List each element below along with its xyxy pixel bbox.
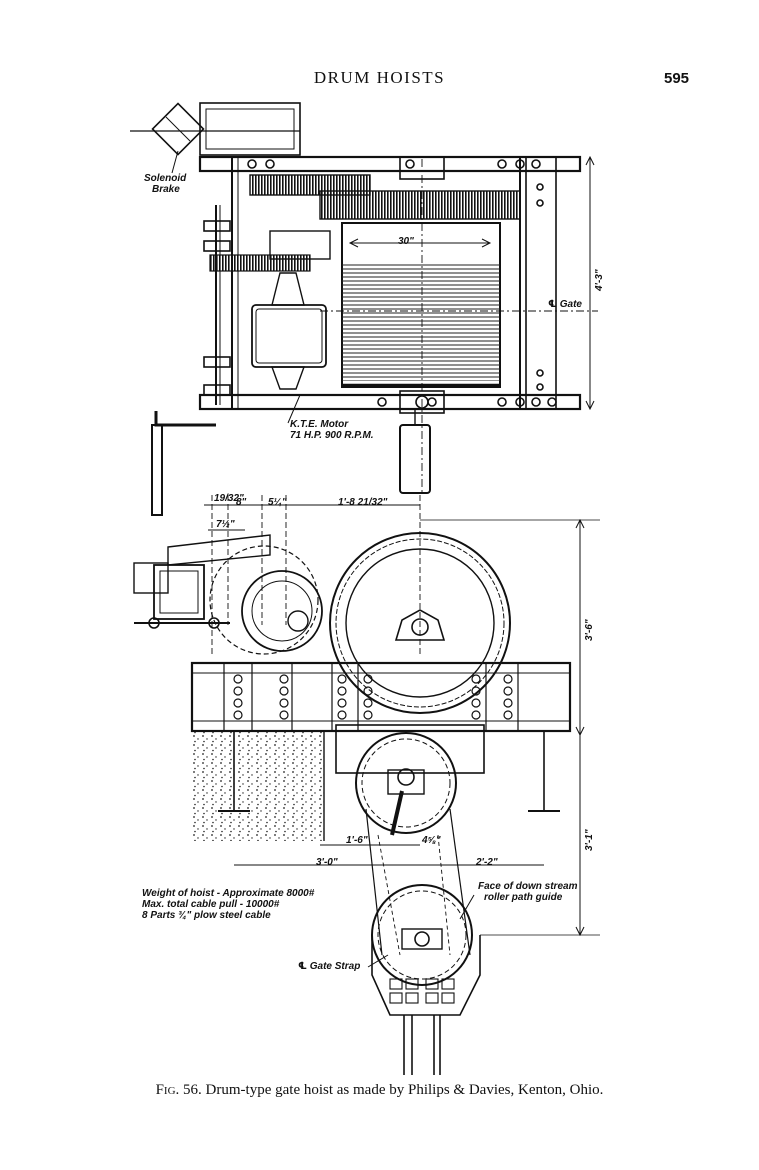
dim-4-5-8: 4⅝" xyxy=(422,835,441,846)
upper-sheave xyxy=(355,732,457,834)
gate-centerline-label: ℄ Gate xyxy=(548,299,582,310)
dim-1-8-21-32: 1'-8 21/32" xyxy=(338,497,388,508)
lower-sheave xyxy=(371,884,473,986)
hoist-drawing: Solenoid Brake K.T.E. Motor 71 H.P. 900 … xyxy=(120,95,620,1080)
bottom-frame-beam xyxy=(198,393,582,411)
gate-strap-label: ℄ Gate Strap xyxy=(298,961,361,972)
plan-view xyxy=(130,102,598,516)
weight-note: Weight of hoist - Approximate 8000# Max.… xyxy=(142,888,315,921)
drum-gear xyxy=(329,532,511,714)
figure-number: Fig. 56. xyxy=(155,1082,202,1098)
dim-3-0: 3'-0" xyxy=(316,857,338,868)
page-number: 595 xyxy=(664,70,690,87)
dim-2-2: 2'-2" xyxy=(476,857,498,868)
intermediate-gear xyxy=(249,174,371,196)
dim-19-32: 19/32" xyxy=(214,493,244,504)
dim-1-6: 1'-6" xyxy=(346,835,368,846)
roller-path-note: Face of down stream roller path guide xyxy=(478,881,578,903)
dim-7-1-2: 7½" xyxy=(216,519,235,530)
drum-width-dim: 30" xyxy=(398,236,414,247)
concrete-pier xyxy=(192,731,324,841)
solenoid-brake xyxy=(151,102,205,156)
figure-caption: Fig. 56. Drum-type gate hoist as made by… xyxy=(0,1082,759,1099)
dim-5-1-4: 5¼" xyxy=(268,497,287,508)
counterweight xyxy=(399,424,431,494)
caption-text: Drum-type gate hoist as made by Philips … xyxy=(205,1082,604,1098)
brake-magnet xyxy=(153,564,205,620)
motor-label: K.T.E. Motor 71 H.P. 900 R.P.M. xyxy=(290,419,374,441)
side-frame-beam xyxy=(190,661,572,733)
running-title: DRUM HOISTS xyxy=(313,68,446,87)
motor-gear xyxy=(209,545,319,655)
solenoid-brake-label: Solenoid Brake xyxy=(144,173,187,195)
gate-strap-block xyxy=(371,935,481,1016)
hoist-drawing-svg xyxy=(130,102,600,1075)
side-view xyxy=(133,495,600,1075)
brake-housing xyxy=(199,102,301,156)
motor xyxy=(251,304,327,368)
plan-height-dim: 4'-3" xyxy=(594,269,605,291)
side-lower-dim: 3'-1" xyxy=(584,829,595,851)
hand-crank xyxy=(151,424,163,516)
side-upper-dim: 3'-6" xyxy=(584,619,595,641)
top-frame-beam xyxy=(198,155,582,173)
dim-8: 8" xyxy=(236,497,247,508)
pinion-gear xyxy=(241,570,323,652)
